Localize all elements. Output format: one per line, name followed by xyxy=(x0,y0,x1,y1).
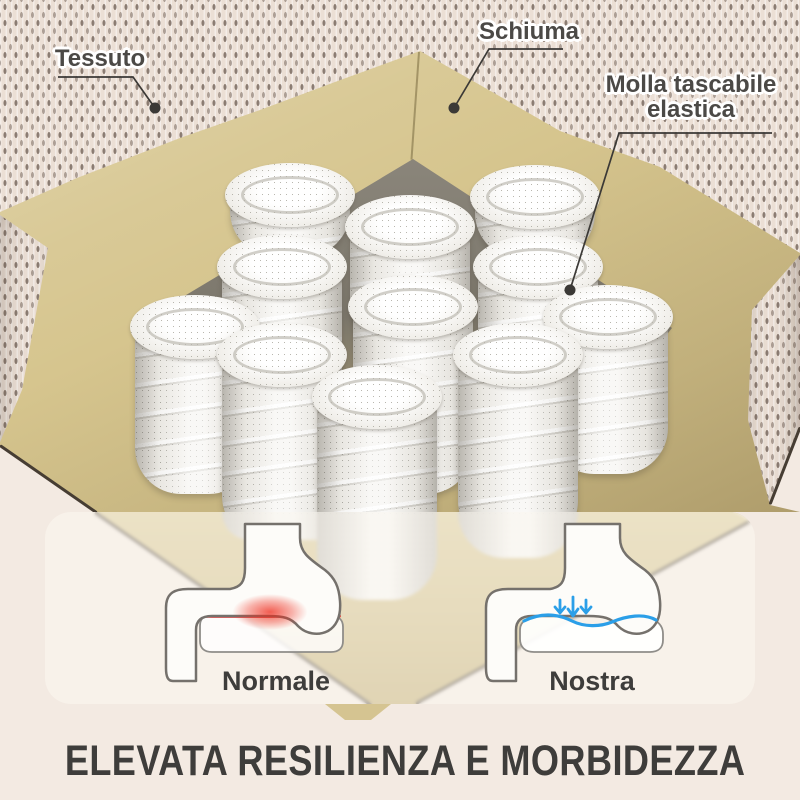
spring-top xyxy=(453,323,583,387)
spring-top xyxy=(225,163,355,227)
callout-schiuma: Schiuma xyxy=(478,18,580,45)
spring-top xyxy=(348,275,478,339)
normal-label: Normale xyxy=(221,666,331,696)
contour-dip-line xyxy=(522,613,658,628)
normal-mattress-diagram xyxy=(164,522,344,683)
callout-molla: Molla tascabile elastica xyxy=(586,72,796,122)
callout-molla-line1: Molla tascabile xyxy=(605,71,777,98)
ours-label: Nostra xyxy=(549,666,635,696)
comparison-panel: Normale Nostra xyxy=(45,512,755,704)
spring-top xyxy=(470,165,600,229)
spring-top xyxy=(345,195,475,259)
spring-top xyxy=(217,235,347,299)
pressure-arrows-icon xyxy=(553,595,593,618)
pocket-springs-group xyxy=(130,163,673,512)
callout-tessuto: Tessuto xyxy=(54,45,146,72)
spring-top xyxy=(312,365,442,429)
main-title: ELEVATA RESILIENZA E MORBIDEZZA xyxy=(0,737,800,786)
callout-molla-line2: elastica xyxy=(646,96,736,123)
main-title-text: ELEVATA RESILIENZA E MORBIDEZZA xyxy=(64,737,746,785)
ours-mattress-diagram xyxy=(484,522,664,683)
pressure-glow xyxy=(220,588,320,636)
mattress-corner-tip xyxy=(325,704,391,720)
